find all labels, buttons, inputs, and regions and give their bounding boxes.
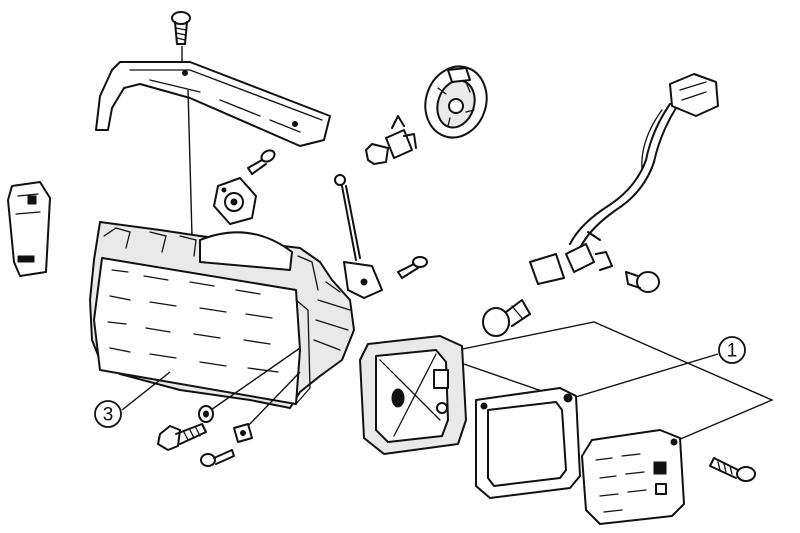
callout-1: 1 bbox=[718, 336, 746, 364]
adjuster-plate bbox=[213, 177, 257, 225]
rod-screw bbox=[397, 256, 428, 279]
adjusting-rod bbox=[334, 174, 383, 299]
lens-screw bbox=[709, 457, 756, 482]
callout-3: 3 bbox=[94, 400, 122, 428]
side-clip bbox=[7, 181, 51, 277]
bracket-screw bbox=[247, 149, 276, 175]
callout-3-leader bbox=[121, 371, 171, 411]
bracket-leader bbox=[187, 89, 193, 237]
callout-1-label: 1 bbox=[727, 341, 738, 362]
combination-lamp-housing bbox=[359, 335, 467, 455]
bulb-socket-cover bbox=[424, 65, 488, 139]
washer bbox=[198, 405, 214, 423]
square-nut bbox=[233, 423, 253, 443]
side-marker-lens bbox=[581, 429, 685, 525]
bolt-leader bbox=[207, 347, 301, 413]
callout-3-label: 3 bbox=[103, 405, 114, 426]
mounting-bracket bbox=[95, 61, 331, 147]
headlamp-lens bbox=[93, 257, 311, 405]
lamp-gasket bbox=[475, 387, 581, 499]
lower-screw bbox=[200, 449, 235, 467]
turn-signal-bulb bbox=[482, 299, 531, 337]
top-screw bbox=[171, 11, 191, 45]
callout-1-leader-b bbox=[565, 353, 719, 401]
nut-leader bbox=[245, 371, 301, 429]
mounting-bolt bbox=[157, 423, 207, 451]
callout-1-leaders-a bbox=[447, 321, 774, 441]
side-marker-bulb bbox=[625, 271, 660, 293]
wiring-harness bbox=[529, 73, 719, 285]
headlamp-bulb bbox=[365, 115, 417, 165]
